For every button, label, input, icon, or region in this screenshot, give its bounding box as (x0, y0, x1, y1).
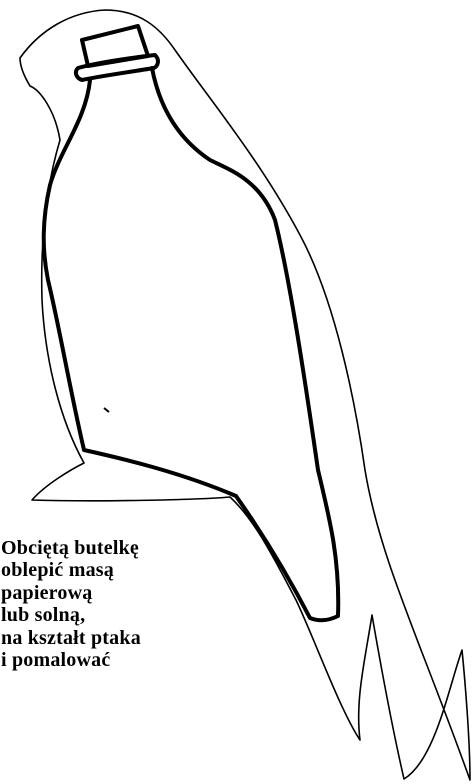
instruction-line: i pomalować (1, 649, 141, 671)
speck-mark (104, 408, 109, 412)
instruction-line: na kształt ptaka (1, 627, 141, 649)
instruction-line: Obciętą butelkę (1, 537, 141, 559)
instruction-line: lub solną, (1, 604, 141, 626)
instruction-line: oblepić masą (1, 559, 141, 581)
instruction-line: papierową (1, 582, 141, 604)
bottle-outline-icon (44, 26, 339, 620)
instruction-text: Obciętą butelkę oblepić masą papierową l… (1, 537, 141, 671)
